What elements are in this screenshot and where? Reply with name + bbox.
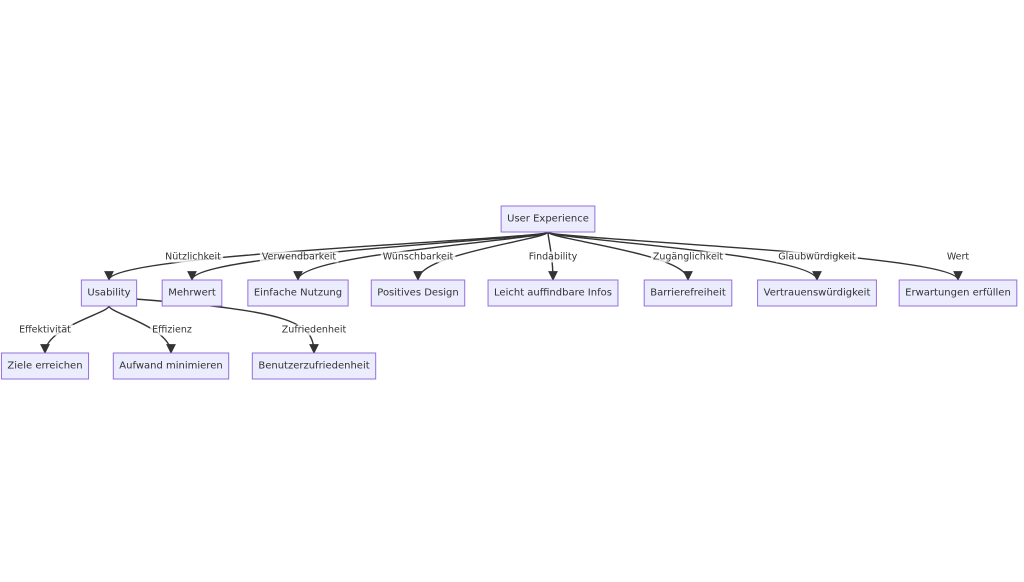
node-label: Usability (87, 288, 130, 299)
node-label: Positives Design (377, 288, 458, 299)
node-leicht-auffindbare-infos: Leicht auffindbare Infos (487, 279, 619, 307)
svg-text:Wünschbarkeit: Wünschbarkeit (383, 252, 454, 263)
edge-label-glaubwuerdigkeit: Glaubwürdigkeit (776, 251, 859, 263)
node-box (80, 279, 138, 307)
node-einfache-nutzung: Einfache Nutzung (247, 279, 349, 307)
edge-ux-infos (547, 231, 558, 281)
svg-text:Zugänglichkeit: Zugänglichkeit (653, 252, 724, 263)
node-box (112, 352, 230, 380)
node-label: Barrierefreiheit (650, 288, 726, 299)
node-box (370, 279, 466, 307)
node-erwartungen-erfuellen: Erwartungen erfüllen (898, 279, 1018, 307)
edge-label-effektivitaet: Effektivität (17, 324, 74, 336)
svg-text:Wert: Wert (947, 252, 970, 263)
node-label: Ziele erreichen (7, 361, 82, 372)
edge-label-zufriedenheit: Zufriedenheit (279, 324, 349, 336)
edge-label-wuenschbarkeit: Wünschbarkeit (380, 251, 456, 263)
edge-ux-erwartung (547, 231, 963, 281)
edge-label-effizienz: Effizienz (150, 324, 194, 336)
node-label: Erwartungen erfüllen (905, 288, 1011, 299)
edge-usability-aufwand (108, 305, 176, 354)
node-label: Benutzerzufriedenheit (258, 361, 369, 372)
node-box (251, 352, 377, 380)
node-box (643, 279, 733, 307)
node-usability: Usability (80, 279, 138, 307)
node-aufwand-minimieren: Aufwand minimieren (112, 352, 230, 380)
edge-ux-vertrauen (547, 231, 822, 281)
edge-ux-mehrwert (187, 231, 549, 281)
node-box (487, 279, 619, 307)
node-mehrwert: Mehrwert (161, 279, 223, 307)
node-positives-design: Positives Design (370, 279, 466, 307)
node-user-experience: User Experience (500, 205, 596, 233)
node-benutzerzufriedenheit: Benutzerzufriedenheit (251, 352, 377, 380)
node-label: Mehrwert (168, 288, 216, 299)
edge-label-findability: Findability (526, 251, 580, 263)
node-label: User Experience (507, 214, 589, 225)
svg-text:Findability: Findability (529, 252, 578, 263)
edge-ux-design (413, 231, 549, 281)
node-vertrauenswuerdigkeit: Vertrauenswürdigkeit (757, 279, 877, 307)
node-label: Leicht auffindbare Infos (494, 288, 612, 299)
svg-text:Zufriedenheit: Zufriedenheit (282, 325, 347, 336)
svg-text:Glaubwürdigkeit: Glaubwürdigkeit (778, 252, 856, 263)
node-label: Vertrauenswürdigkeit (764, 288, 871, 299)
node-box (757, 279, 877, 307)
svg-text:Verwendbarkeit: Verwendbarkeit (262, 252, 337, 263)
edge-label-nuetzlichkeit: Nützlichkeit (163, 251, 224, 263)
node-box (247, 279, 349, 307)
edge-label-verwendbarkeit: Verwendbarkeit (259, 251, 339, 263)
node-label: Einfache Nutzung (254, 288, 342, 299)
svg-text:Nützlichkeit: Nützlichkeit (165, 252, 221, 263)
svg-text:Effizienz: Effizienz (152, 325, 192, 336)
node-box (500, 205, 596, 233)
edge-ux-barriere (547, 231, 693, 281)
node-label: Aufwand minimieren (119, 361, 222, 372)
edge-ux-nutzung (293, 231, 549, 281)
edge-label-zugaenglichkeit: Zugänglichkeit (650, 251, 726, 263)
svg-text:Effektivität: Effektivität (19, 325, 71, 336)
node-box (161, 279, 223, 307)
node-box (898, 279, 1018, 307)
node-box (0, 352, 90, 380)
node-barrierefreiheit: Barrierefreiheit (643, 279, 733, 307)
edge-labels-layer: Nützlichkeit Verwendbarkeit Wünschbarkeit F… (17, 251, 972, 336)
edge-usability-ziele (40, 305, 110, 354)
node-ziele-erreichen: Ziele erreichen (0, 352, 90, 380)
edge-label-wert: Wert (944, 251, 972, 263)
